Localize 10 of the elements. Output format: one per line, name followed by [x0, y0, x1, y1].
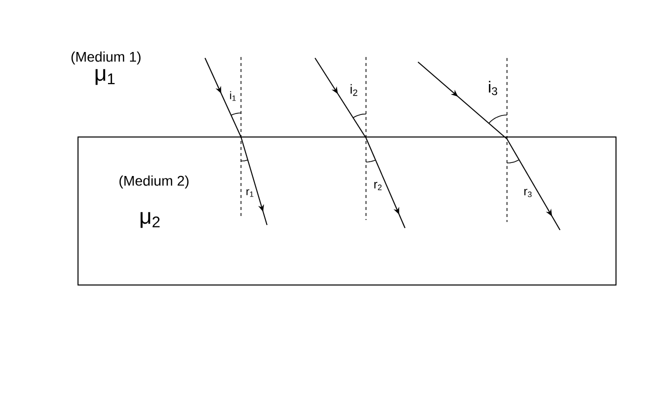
medium-name: (Medium 2) [119, 175, 189, 189]
refractive-index: μ$_{1}$ [96, 69, 115, 85]
angle-label: i$_{3}$ [488, 80, 498, 96]
medium-name: (Medium 1) [71, 51, 141, 65]
angle-label: i$_{1}$ [230, 91, 236, 101]
angle-label: r$_{2}$ [374, 182, 382, 190]
angle-label: i$_{2}$ [350, 84, 358, 96]
angle-label: r$_{3}$ [524, 188, 532, 198]
angle-label: r$_{1}$ [246, 189, 254, 197]
refractive-index: μ$_{2}$ [140, 212, 160, 228]
